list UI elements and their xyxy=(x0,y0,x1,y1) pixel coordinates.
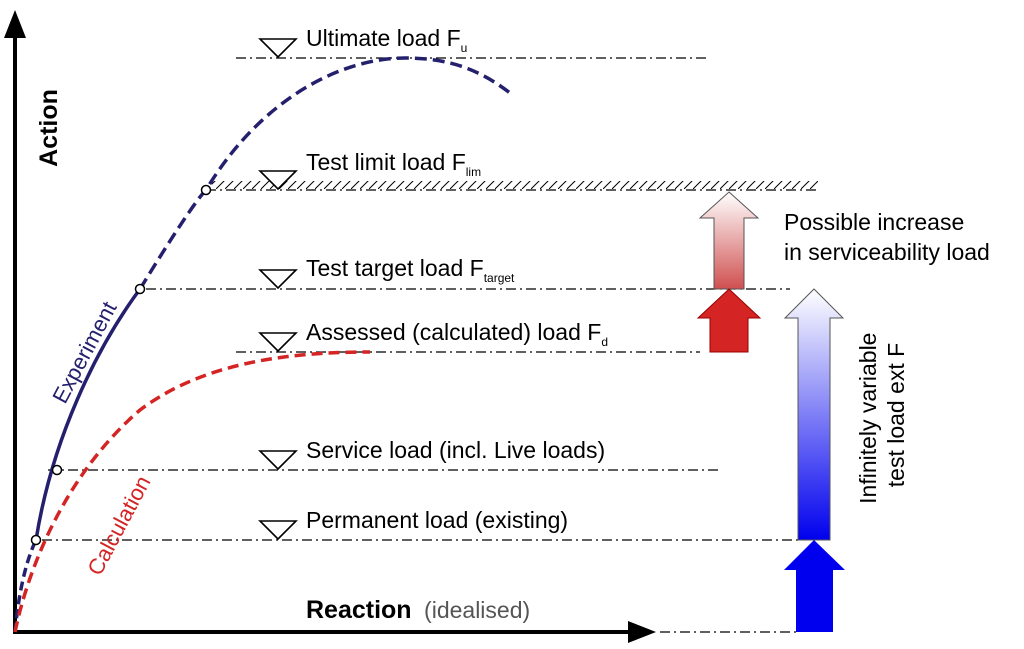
y-axis-title: Action xyxy=(35,89,63,167)
ultimate-label: Ultimate load Fu xyxy=(306,25,467,55)
permanent-label: Permanent load (existing) xyxy=(306,507,568,533)
permanent-marker-icon xyxy=(258,520,298,541)
experiment-curve xyxy=(13,56,512,633)
assessed-label: Assessed (calculated) load Fd xyxy=(306,319,608,349)
point-limit xyxy=(200,184,212,196)
point-permanent xyxy=(30,534,42,546)
variable-note-line1: Infinitely variable xyxy=(855,333,881,504)
variable-note-line2: test load ext F xyxy=(883,343,909,487)
experiment-solid-segment xyxy=(34,287,142,541)
variable-note: Infinitely variable test load ext F xyxy=(855,326,909,504)
x-axis-title-main: Reaction xyxy=(306,596,412,624)
level-lines xyxy=(42,57,800,633)
limit-hatching xyxy=(212,181,818,189)
experiment-dashed-start xyxy=(13,539,38,633)
curve-points xyxy=(30,184,212,546)
level-markers xyxy=(258,38,298,541)
test-load-arrow-gradient xyxy=(783,288,845,541)
level-labels: Ultimate load Fu Test limit load Flim Te… xyxy=(306,25,608,533)
axes: Action Reaction (idealised) xyxy=(4,10,656,643)
assessed-marker-icon xyxy=(258,332,298,353)
x-axis-arrowhead xyxy=(628,621,656,643)
target-label: Test target load Ftarget xyxy=(306,255,515,285)
calculation-curve xyxy=(13,350,371,633)
limit-line xyxy=(206,181,818,191)
experiment-dashed-upper xyxy=(138,56,512,290)
increase-arrow-outline xyxy=(698,191,760,290)
limit-marker-icon xyxy=(258,170,298,191)
service-marker-icon xyxy=(258,450,298,471)
limit-label: Test limit load Flim xyxy=(306,149,481,179)
test-load-arrow xyxy=(783,288,845,632)
point-target xyxy=(134,283,146,295)
ultimate-marker-icon xyxy=(258,38,298,59)
target-marker-icon xyxy=(258,269,298,290)
test-load-arrow-base xyxy=(784,540,845,632)
service-label: Service load (incl. Live loads) xyxy=(306,437,605,463)
y-axis-arrowhead xyxy=(4,10,26,38)
calculation-label: Calculation xyxy=(82,472,155,580)
x-axis-title: Reaction (idealised) xyxy=(306,596,530,624)
increase-arrow-solid xyxy=(696,288,762,353)
increase-note-line2: in serviceability load xyxy=(784,239,990,265)
x-axis-title-note: (idealised) xyxy=(424,597,530,623)
increase-arrow xyxy=(696,191,762,353)
experiment-label: Experiment xyxy=(47,297,121,407)
increase-note: Possible increase in serviceability load xyxy=(784,209,990,265)
increase-note-line1: Possible increase xyxy=(784,209,964,235)
point-service xyxy=(51,464,63,476)
